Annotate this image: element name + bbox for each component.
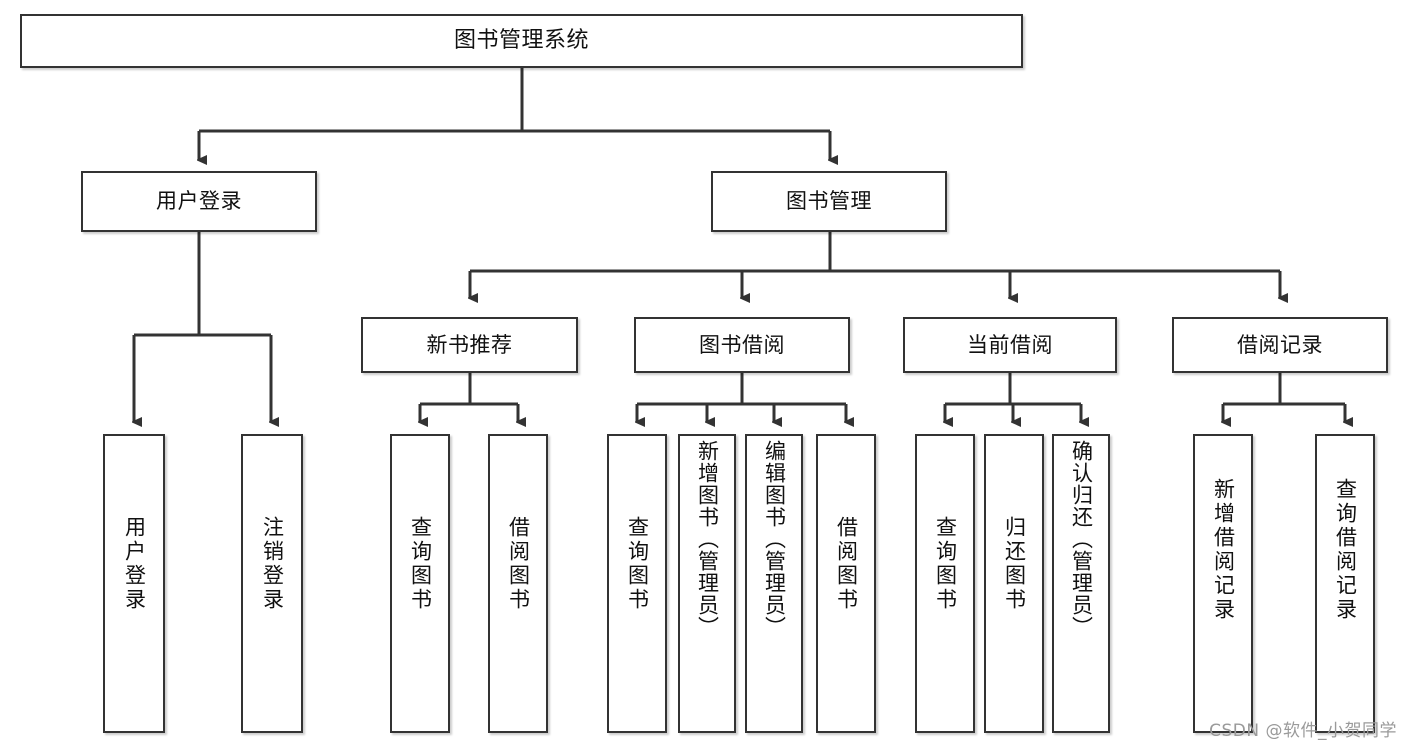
node-user-login[interactable]: 用户登录 [81,171,317,232]
node-leaf-borrow-book-1[interactable]: 借阅图书 [488,434,548,733]
node-label: 图书借阅 [699,332,785,357]
edges-currentborrow-to-leaves [945,373,1081,422]
node-leaf-confirm-return-admin[interactable]: 确认归还（管理员） [1052,434,1110,733]
node-leaf-add-book-admin[interactable]: 新增图书（管理员） [678,434,736,733]
csdn-watermark: CSDN @软件_小贺同学 [1209,721,1397,741]
node-label: 查询借阅记录 [1333,478,1358,622]
node-label: 图书管理 [786,189,872,214]
node-leaf-return-book[interactable]: 归还图书 [984,434,1044,733]
node-label: 确认归还（管理员） [1069,440,1094,638]
node-label: 查询图书 [625,516,650,612]
node-leaf-query-book-3[interactable]: 查询图书 [915,434,975,733]
node-label: 借阅图书 [506,516,531,612]
node-book-borrow[interactable]: 图书借阅 [634,317,850,373]
edges-booksmgmt-to-level3 [470,232,1280,298]
node-label: 编辑图书（管理员） [762,440,787,638]
node-root-system[interactable]: 图书管理系统 [20,14,1023,68]
edges-root-to-level2 [199,68,830,160]
node-label: 查询图书 [933,516,958,612]
node-leaf-borrow-book-2[interactable]: 借阅图书 [816,434,876,733]
node-borrow-record[interactable]: 借阅记录 [1172,317,1388,373]
node-leaf-edit-book-admin[interactable]: 编辑图书（管理员） [745,434,803,733]
node-leaf-user-login[interactable]: 用户登录 [103,434,165,733]
node-leaf-query-book-1[interactable]: 查询图书 [390,434,450,733]
node-leaf-add-borrow-record[interactable]: 新增借阅记录 [1193,434,1253,733]
node-label: 借阅图书 [834,516,859,612]
edges-newbook-to-leaves [420,373,518,422]
node-label: 注销登录 [260,516,285,612]
node-label: 归还图书 [1002,516,1027,612]
node-new-book-recommend[interactable]: 新书推荐 [361,317,578,373]
edges-userlogin-to-leaves [134,232,271,422]
node-leaf-query-borrow-record[interactable]: 查询借阅记录 [1315,434,1375,733]
node-leaf-query-book-2[interactable]: 查询图书 [607,434,667,733]
edges-borrowrecord-to-leaves [1223,373,1345,422]
node-current-borrow[interactable]: 当前借阅 [903,317,1117,373]
node-label: 用户登录 [122,516,147,612]
node-label: 借阅记录 [1237,332,1323,357]
node-book-management[interactable]: 图书管理 [711,171,947,232]
node-leaf-logout[interactable]: 注销登录 [241,434,303,733]
node-label: 新书推荐 [426,332,513,357]
node-label: 当前借阅 [967,332,1053,357]
node-label: 新增借阅记录 [1211,478,1236,622]
edges-bookborrow-to-leaves [637,373,846,422]
node-label: 查询图书 [408,516,433,612]
node-label: 用户登录 [156,189,242,214]
node-label: 图书管理系统 [453,28,589,54]
node-label: 新增图书（管理员） [695,440,720,638]
